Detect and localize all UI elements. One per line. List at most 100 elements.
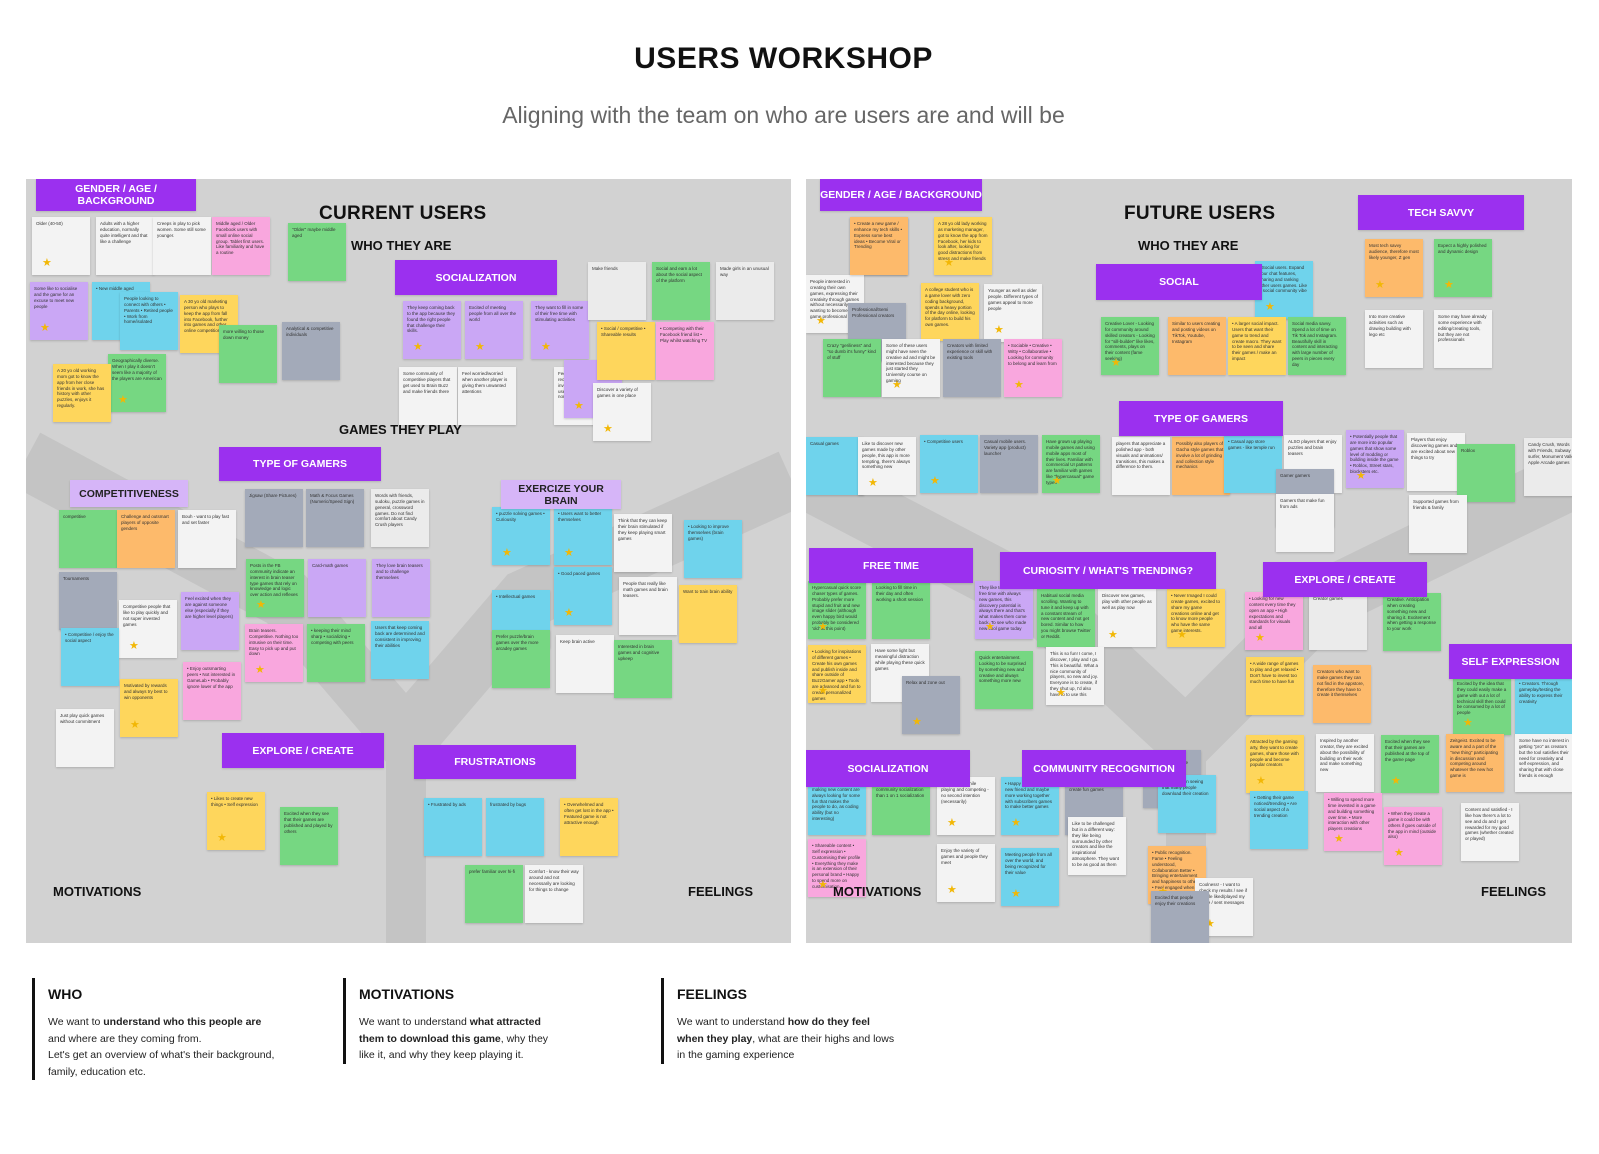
sticky-note[interactable]: • Getting their game noticed/trending • …	[1250, 791, 1308, 849]
sticky-note[interactable]: • puzzle solving games • Curiousity★	[492, 507, 550, 565]
sticky-note[interactable]: Into more creative activities such as dr…	[1365, 310, 1423, 368]
sticky-note[interactable]: Want to train brain ability	[679, 585, 737, 643]
sticky-note[interactable]: Discover new games, play with other peop…	[1098, 589, 1156, 647]
sticky-note[interactable]: Comfort - know their way around and not …	[525, 865, 583, 923]
sticky-note[interactable]: A 30 yo old marketing person who plays t…	[180, 295, 238, 353]
sticky-note[interactable]: Hypercasual quick score chaser types of …	[808, 581, 866, 639]
sticky-note[interactable]: Posts in the FB community indicate an in…	[246, 559, 304, 617]
sticky-note[interactable]: Card-math games	[308, 559, 366, 617]
sticky-note[interactable]: Younger as well as older people. Differe…	[984, 284, 1042, 342]
sticky-note[interactable]: They want to fill in some of their free …	[531, 301, 589, 359]
sticky-note[interactable]: prefer familiar over hi-fi	[465, 865, 523, 923]
sticky-note[interactable]: People that really like math games and b…	[619, 577, 677, 635]
sticky-note[interactable]: • Users want to better themselves★	[554, 507, 612, 565]
sticky-note[interactable]: Expect a highly polished and dynamic des…	[1434, 239, 1492, 297]
sticky-note[interactable]: • Create a new game / enhance my tech sk…	[850, 217, 908, 275]
sticky-note[interactable]: Excited when they see that their games a…	[1381, 735, 1439, 793]
sticky-note[interactable]: • Looking for inspirations of different …	[808, 645, 866, 703]
sticky-note[interactable]: Quick entertainment. Looking to be surpr…	[975, 651, 1033, 709]
sticky-note[interactable]: • A wide range of games to play and get …	[1246, 657, 1304, 715]
sticky-note[interactable]: A 20 yo old working mom got to know the …	[53, 364, 111, 422]
sticky-note[interactable]: Challenge and outsmart players of opposi…	[117, 510, 175, 568]
sticky-note[interactable]: more willing to those down money	[219, 325, 277, 383]
sticky-note[interactable]: Zeitgeist. Excited to be aware and a par…	[1446, 734, 1504, 792]
sticky-note[interactable]: Adults with a higher education, normally…	[96, 217, 154, 275]
sticky-note[interactable]: Motivated by rewards and always try best…	[120, 679, 178, 737]
sticky-note[interactable]: Casual mobile users. Variety app (produc…	[980, 435, 1038, 493]
sticky-note[interactable]: • Looking for new content every time the…	[1245, 592, 1303, 650]
sticky-note[interactable]: Like to discover new games made by other…	[858, 437, 916, 495]
sticky-note[interactable]: • Willing to spend more time invested in…	[1324, 793, 1382, 851]
sticky-note[interactable]: Meeting people from all over the world, …	[1001, 848, 1059, 906]
sticky-note[interactable]: Creeps in play to pick women. Some still…	[153, 217, 211, 275]
sticky-note[interactable]: • Potentially people that are more into …	[1346, 430, 1404, 488]
sticky-note[interactable]: They like to fill in their free time wit…	[975, 581, 1033, 639]
sticky-note[interactable]: Tournaments	[59, 572, 117, 630]
sticky-note[interactable]: Geographically diverse. When I play it d…	[108, 354, 166, 412]
sticky-note[interactable]: • Likes to create new things • Self expr…	[207, 792, 265, 850]
sticky-note[interactable]: • When they create a game it could be wi…	[1384, 807, 1442, 865]
sticky-note[interactable]: • keeping their mind sharp • socializing…	[307, 624, 365, 682]
sticky-note[interactable]: Middle aged / Older Facebook users with …	[212, 217, 270, 275]
sticky-note[interactable]: Make friends	[588, 262, 646, 320]
sticky-note[interactable]: Creators with limited experience or skil…	[943, 339, 1001, 397]
sticky-note[interactable]: Most tech savvy audience, therefore most…	[1365, 239, 1423, 297]
sticky-note[interactable]: Users that keep coming back are determin…	[371, 621, 429, 679]
sticky-note[interactable]: They keep coming back to the app because…	[403, 301, 461, 359]
sticky-note[interactable]: • Social / competitive • Shareable resul…	[597, 322, 655, 380]
future-users-board[interactable]: GENDER / AGE / BACKGROUND FUTURE USERS W…	[806, 179, 1572, 943]
sticky-note[interactable]: Social and earn a lot about the social a…	[652, 262, 710, 320]
sticky-note[interactable]: players that appreciate a polished app -…	[1112, 437, 1170, 495]
sticky-note[interactable]: Excited that people enjoy their creation…	[1151, 891, 1209, 943]
sticky-note[interactable]: Excited of meeting people from all over …	[465, 301, 523, 359]
sticky-note[interactable]: Creators who want to make games they can…	[1313, 665, 1371, 723]
sticky-note[interactable]: • Casual app store games - like temple r…	[1224, 435, 1282, 493]
sticky-note[interactable]: Interested in brain games and cognitive …	[614, 640, 672, 698]
sticky-note[interactable]: competitive	[59, 510, 117, 568]
sticky-note[interactable]: Competitive people that like to play qui…	[119, 600, 177, 658]
current-users-board[interactable]: GENDER / AGE / BACKGROUND CURRENT USERS …	[26, 179, 791, 943]
sticky-note[interactable]: Analytical & competitive individuals	[282, 322, 340, 380]
sticky-note[interactable]: Players that enjoy discovering games and…	[1407, 433, 1465, 491]
sticky-note[interactable]: Bouh - want to play fast and set faster	[178, 510, 236, 568]
sticky-note[interactable]: • Creators. Through gameplay/testing the…	[1515, 677, 1572, 735]
sticky-note[interactable]: Creator games	[1309, 592, 1367, 650]
sticky-note[interactable]: Relax and zone out★	[902, 676, 960, 734]
sticky-note[interactable]: Crazy "geriliness" and "so dumb it's fun…	[823, 339, 881, 397]
sticky-note[interactable]: • Competitive / enjoy the social aspect	[61, 628, 119, 686]
sticky-note[interactable]: Math & Focus Games (Numeric/Speed Sign)	[306, 489, 364, 547]
sticky-note[interactable]: A college student who is a game lover wi…	[921, 283, 979, 341]
sticky-note[interactable]: • Shareable content • Self expression • …	[808, 839, 866, 897]
sticky-note[interactable]: People looking to connect with others • …	[120, 292, 178, 350]
sticky-note[interactable]: Gamers that make fun from ads	[1276, 494, 1334, 552]
sticky-note[interactable]: • Competitive users★	[920, 435, 978, 493]
sticky-note[interactable]: Brain teasers. Competitive. Nothing too …	[245, 624, 303, 682]
sticky-note[interactable]: Discover a variety of games in one place…	[593, 383, 651, 441]
sticky-note[interactable]: • Social users. Expand your chat feature…	[1255, 261, 1313, 319]
sticky-note[interactable]: Just play quick games without commitment	[56, 709, 114, 767]
sticky-note[interactable]: Prefer puzzle/brain games over the more …	[492, 630, 550, 688]
sticky-note[interactable]: Social media savvy. Spend a lot of time …	[1288, 317, 1346, 375]
sticky-note[interactable]: Roblox	[1457, 444, 1515, 502]
sticky-note[interactable]: Like to be challenged but in a different…	[1068, 817, 1126, 875]
sticky-note[interactable]: • Competing with their Facebook friend l…	[656, 322, 714, 380]
sticky-note[interactable]: Have grown up playing mobile games and u…	[1042, 435, 1100, 493]
sticky-note[interactable]: Inspired by another creator, they are ex…	[1316, 734, 1374, 792]
sticky-note[interactable]: Some have no interest in getting "pro" a…	[1515, 734, 1572, 792]
sticky-note[interactable]: • A larger social impact. Users that wan…	[1228, 317, 1286, 375]
sticky-note[interactable]: • Sociable • Creative • Witty • Collabor…	[1004, 339, 1062, 397]
sticky-note[interactable]: Enjoy the variety of games and people th…	[937, 844, 995, 902]
sticky-note[interactable]: Attracted by the gaming arty, they want …	[1246, 735, 1304, 793]
sticky-note[interactable]: • Good paced games★	[554, 567, 612, 625]
sticky-note[interactable]: Casual games	[806, 437, 864, 495]
sticky-note[interactable]: frustrated by bugs	[486, 798, 544, 856]
sticky-note[interactable]: Feel excited when they are against someo…	[181, 592, 239, 650]
sticky-note[interactable]: "Older" maybe middle aged	[288, 223, 346, 281]
sticky-note[interactable]: Content and satisfied - I like how there…	[1461, 803, 1519, 861]
sticky-note[interactable]: Feel worried/worried when another player…	[458, 367, 516, 425]
sticky-note[interactable]: Keep brain active	[556, 635, 614, 693]
sticky-note[interactable]: Some like to socialise and the game for …	[30, 282, 88, 340]
sticky-note[interactable]: Looking to fill time in their day and of…	[872, 581, 930, 639]
sticky-note[interactable]: Jigsaw (Share Pictures)	[245, 489, 303, 547]
sticky-note[interactable]: Similar to users creating and posting vi…	[1168, 317, 1226, 375]
